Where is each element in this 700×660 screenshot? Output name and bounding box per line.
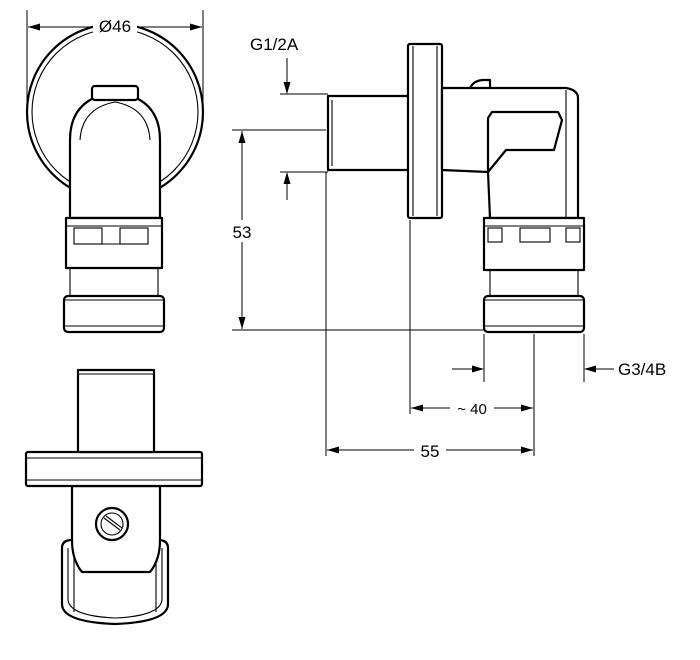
diameter-label: Ø46 — [99, 17, 131, 36]
side-view: G1/2A 53 G3/4B ~ 40 55 — [229, 35, 666, 461]
depth-label: 55 — [421, 442, 440, 461]
outlet-thread-label: G3/4B — [618, 360, 666, 379]
top-inlet-thread — [76, 368, 156, 454]
inlet-thread-label: G1/2A — [250, 35, 299, 54]
top-flange — [24, 450, 204, 488]
top-view — [24, 368, 204, 626]
height-label: 53 — [233, 223, 252, 242]
body-flat-face — [486, 110, 564, 174]
front-view: Ø46 — [25, 10, 205, 334]
elbow-contour — [79, 101, 151, 141]
offset-label: ~ 40 — [457, 401, 487, 418]
elbow-top-cap — [90, 84, 140, 102]
elbow-body — [68, 90, 162, 220]
inlet-thread — [326, 94, 412, 172]
union-connector — [62, 294, 166, 334]
valve-body — [440, 86, 580, 220]
body-top-notch — [468, 78, 492, 90]
outlet-nut — [482, 216, 586, 272]
outlet-connector — [482, 294, 586, 334]
